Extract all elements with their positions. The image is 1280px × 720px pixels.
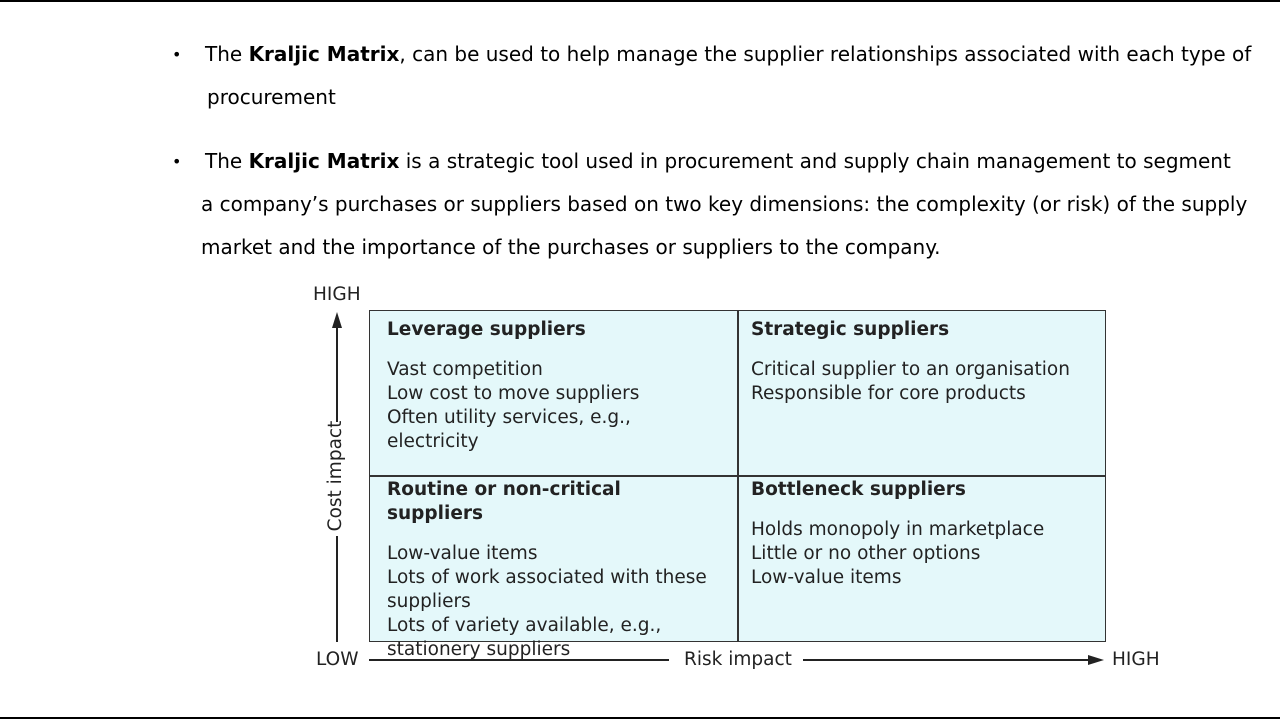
- y-axis-arrow-icon: [332, 312, 342, 328]
- quadrant-title: Bottleneck suppliers: [751, 479, 966, 500]
- quadrant-item: Low cost to move suppliers: [387, 383, 640, 404]
- bullet-2-line-1: The Kraljic Matrix is a strategic tool u…: [205, 149, 1231, 173]
- quadrant-item: Holds monopoly in marketplace: [751, 519, 1045, 540]
- x-axis-arrow-icon: [1088, 655, 1104, 665]
- matrix-horizontal-divider: [369, 475, 1106, 477]
- bullet-1-line-1: The Kraljic Matrix, can be used to help …: [205, 42, 1252, 66]
- y-axis-label: Cost impact: [325, 420, 346, 532]
- kraljic-matrix-term: Kraljic Matrix: [248, 149, 400, 173]
- quadrant-item: suppliers: [387, 591, 471, 612]
- x-axis-high-label: HIGH: [1112, 649, 1160, 670]
- quadrant-item: Low-value items: [387, 543, 538, 564]
- quadrant-leverage-suppliers: Leverage suppliers Vast competition Low …: [387, 318, 717, 454]
- bullet-point-2: • The Kraljic Matrix is a strategic tool…: [172, 140, 1247, 269]
- quadrant-strategic-suppliers: Strategic suppliers Critical supplier to…: [751, 318, 1096, 406]
- bullet-1-line-2: procurement: [207, 85, 336, 109]
- quadrant-item: Low-value items: [751, 567, 902, 588]
- x-axis-line-right: [803, 659, 1093, 661]
- x-axis-low-label: LOW: [316, 649, 359, 670]
- quadrant-item: electricity: [387, 431, 479, 452]
- bullet-2-line-3: market and the importance of the purchas…: [201, 235, 941, 259]
- quadrant-title: Leverage suppliers: [387, 319, 586, 340]
- x-axis-label: Risk impact: [684, 649, 792, 670]
- quadrant-item: stationery suppliers: [387, 639, 571, 660]
- quadrant-bottleneck-suppliers: Bottleneck suppliers Holds monopoly in m…: [751, 478, 1096, 590]
- bullet-point-1: • The Kraljic Matrix, can be used to hel…: [172, 33, 1252, 119]
- y-axis-high-label: HIGH: [313, 284, 361, 305]
- bullet-icon: •: [172, 45, 182, 64]
- bullet-2-line-2: a company’s purchases or suppliers based…: [201, 192, 1248, 216]
- kraljic-matrix-term: Kraljic Matrix: [248, 42, 400, 66]
- y-axis-line-upper: [336, 326, 338, 422]
- quadrant-item: Often utility services, e.g.,: [387, 407, 631, 428]
- quadrant-title: Routine or non-critical suppliers: [387, 479, 621, 524]
- quadrant-item: Vast competition: [387, 359, 543, 380]
- quadrant-title: Strategic suppliers: [751, 319, 950, 340]
- quadrant-item: Little or no other options: [751, 543, 981, 564]
- x-axis-line-left: [369, 659, 669, 661]
- quadrant-item: Lots of variety available, e.g.,: [387, 615, 662, 636]
- bullet-icon: •: [172, 152, 182, 171]
- quadrant-routine-suppliers: Routine or non-critical suppliers Low-va…: [387, 478, 717, 662]
- quadrant-item: Lots of work associated with these: [387, 567, 707, 588]
- quadrant-item: Responsible for core products: [751, 383, 1026, 404]
- bottom-border: [0, 717, 1280, 719]
- top-border: [0, 0, 1280, 2]
- quadrant-item: Critical supplier to an organisation: [751, 359, 1070, 380]
- y-axis-line-lower: [336, 536, 338, 642]
